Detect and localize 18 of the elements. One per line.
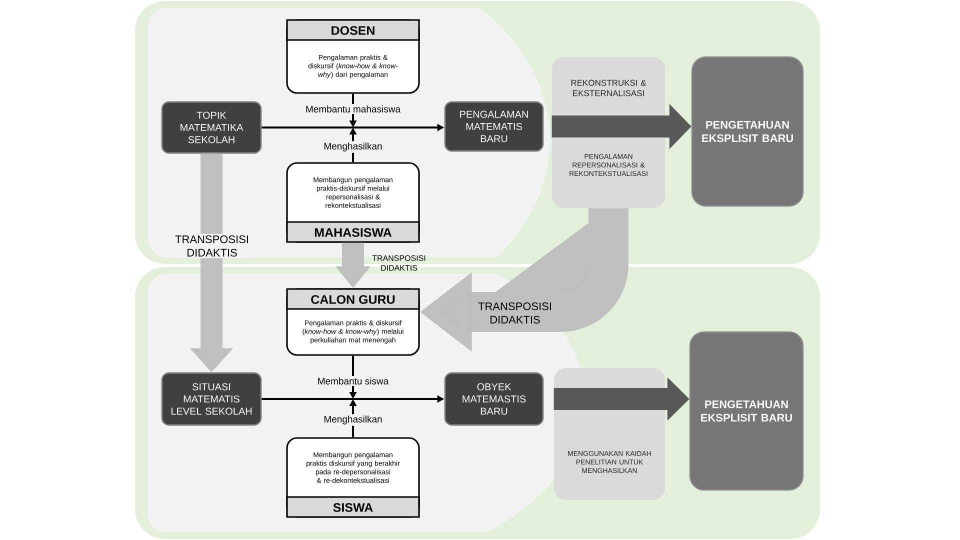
heading-label: DOSEN [332,26,374,35]
process-box: OBYEK MATEMASTIS BARU [444,372,544,426]
edge-label: Membantu mahasiswa [304,104,402,114]
panel-text: REKONSTRUKSI & EKSTERNALISASI [571,80,646,96]
result-box: PENGETAHUAN EKSPLISIT BARU [689,331,804,491]
edge-label: Menghasilkan [322,414,384,426]
edge-label: Membantu siswa [316,376,390,386]
heading-label: MAHASISWA [314,228,392,237]
edge-label: TRANSPOSISI DIDAKTIS [474,300,556,326]
heading-label: SISWA [333,503,373,512]
result-box: PENGETAHUAN EKSPLISIT BARU [691,56,804,207]
process-box: TOPIK MATEMATIKA SEKOLAH [161,101,262,154]
heading-label: CALON GURU [311,295,395,304]
process-box: PENGALAMAN MATEMATIS BARU [444,101,544,152]
process-box: SITUASI MATEMATIS LEVEL SEKOLAH [161,372,262,426]
edge-label: Menghasilkan [322,141,384,153]
edge-label: TRANSPOSISI DIDAKTIS [372,255,426,271]
edge-label: TRANSPOSISI DIDAKTIS [170,234,254,258]
